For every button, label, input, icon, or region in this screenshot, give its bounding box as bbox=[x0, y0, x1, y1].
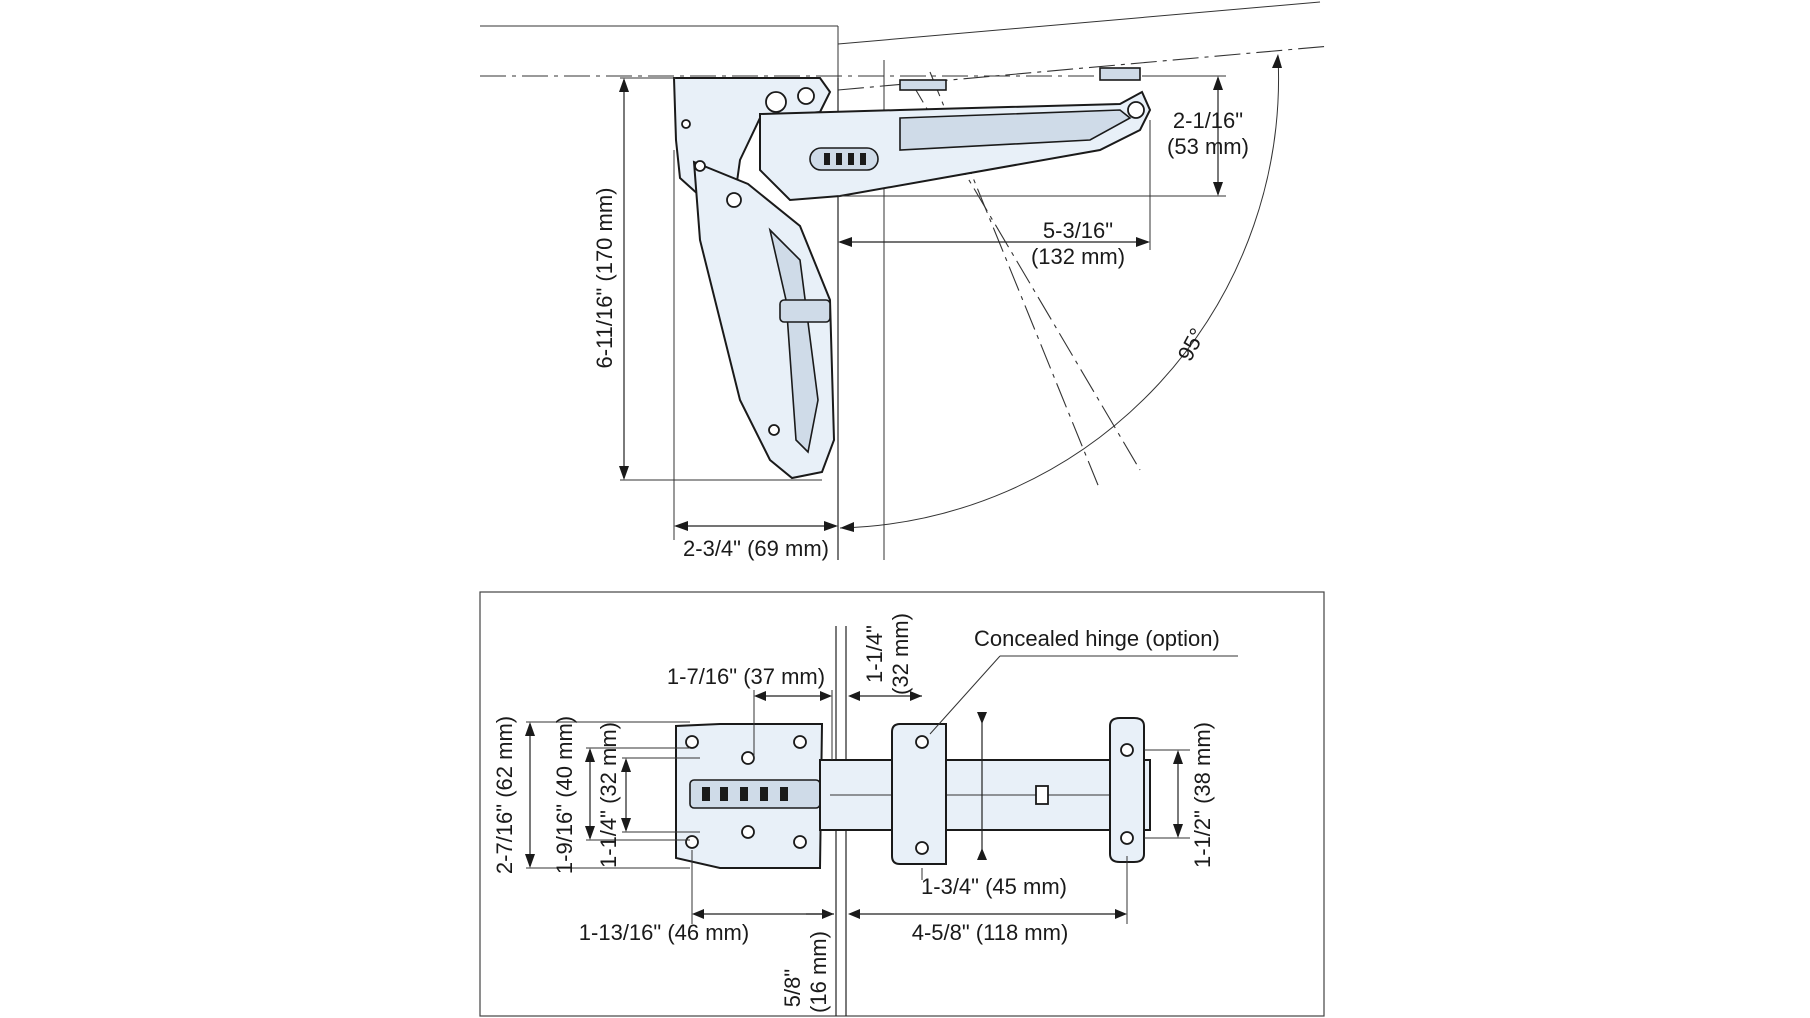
plan-view-frame bbox=[479, 591, 1325, 1017]
dim-offset-metric: (32 mm) bbox=[888, 613, 913, 695]
side-plate bbox=[1109, 717, 1145, 863]
dim-mount-width: 1-7/16" (37 mm) bbox=[667, 664, 825, 689]
dim-arm-reach-metric: (132 mm) bbox=[1031, 244, 1125, 269]
dim-base-width: 2-3/4" (69 mm) bbox=[683, 536, 829, 561]
dim-plate-height: 1-1/2" (38 mm) bbox=[1190, 722, 1215, 868]
side-elevation-view: 6-11/16" (170 mm) 2-1/16" (53 mm) 5-3/16… bbox=[480, 1, 1331, 561]
dim-panel-thickness: 5/8" bbox=[780, 969, 805, 1007]
dim-arm-reach: 5-3/16" bbox=[1043, 218, 1113, 243]
concealed-hinge-callout: Concealed hinge (option) bbox=[974, 626, 1220, 651]
plan-view: 1-7/16" (37 mm) 1-1/4" (32 mm) Concealed… bbox=[479, 591, 1325, 1017]
lid-stay-housing bbox=[672, 77, 832, 197]
dim-height-outer: 2-7/16" (62 mm) bbox=[492, 716, 517, 874]
dim-height-inner: 1-1/4" (32 mm) bbox=[596, 722, 621, 868]
dim-mount-depth: 1-13/16" (46 mm) bbox=[579, 920, 749, 945]
dim-depth-top-metric: (53 mm) bbox=[1167, 134, 1249, 159]
concealed-hinge-plate bbox=[891, 723, 947, 865]
dim-height-mid: 1-9/16" (40 mm) bbox=[552, 716, 577, 874]
dim-arm-length: 4-5/8" (118 mm) bbox=[912, 920, 1069, 945]
adjustment-screw-slots bbox=[824, 153, 866, 165]
dim-offset: 1-1/4" bbox=[862, 625, 887, 683]
dim-height-closed: 6-11/16" (170 mm) bbox=[592, 187, 617, 368]
dim-panel-thickness-metric: (16 mm) bbox=[806, 931, 831, 1013]
dim-hinge-spacing: 1-3/4" (45 mm) bbox=[921, 874, 1067, 899]
dim-opening-angle: 95° bbox=[1173, 324, 1211, 365]
dim-depth-top: 2-1/16" bbox=[1173, 108, 1243, 133]
